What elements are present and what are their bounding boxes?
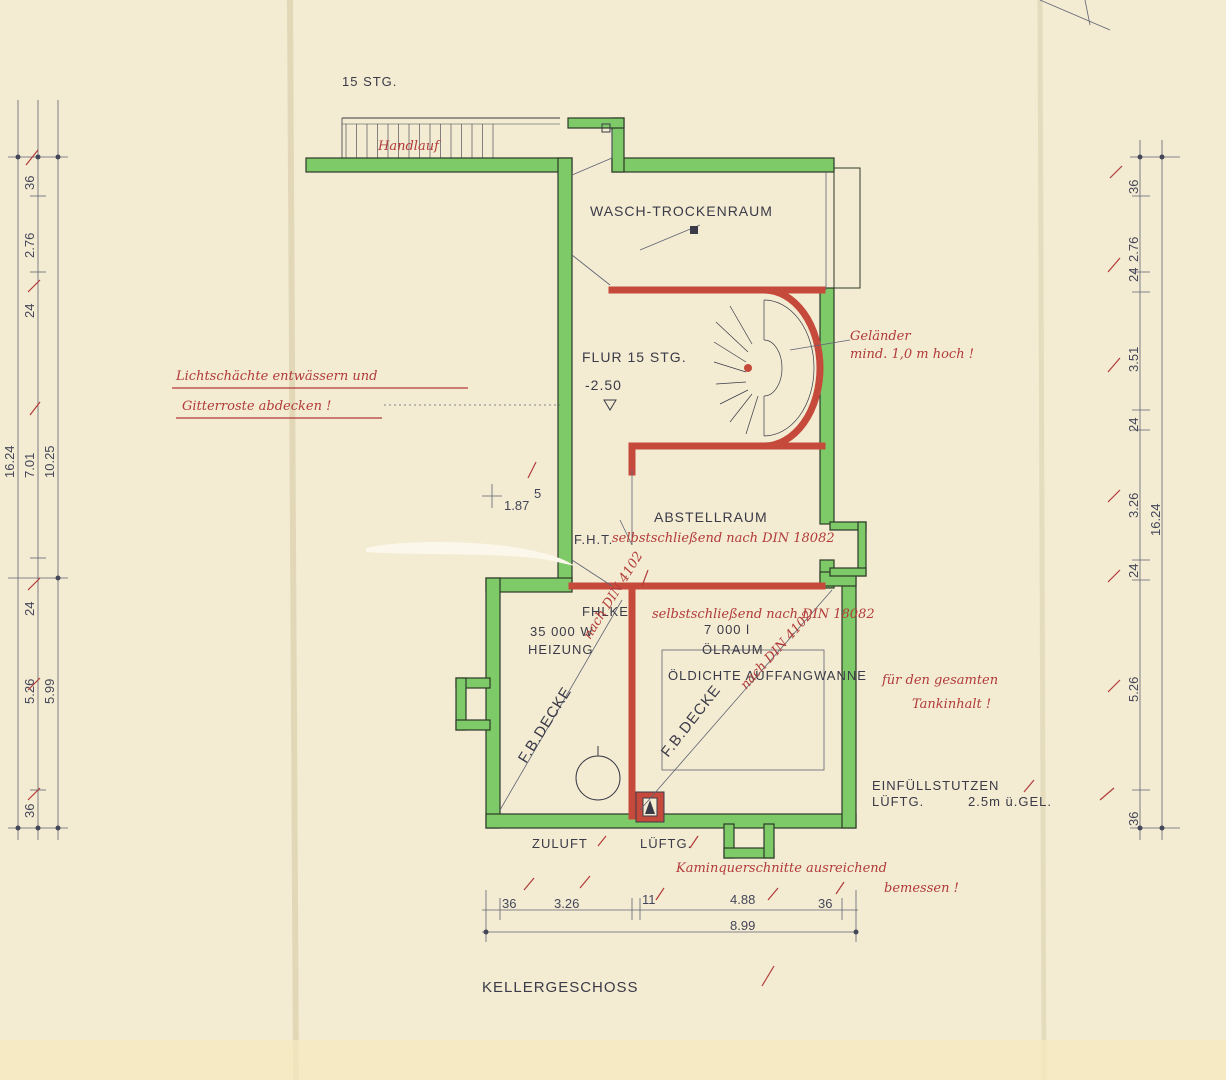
drawing-title: KELLERGESCHOSS: [482, 979, 639, 996]
left-dim-outer-3: 10.25: [42, 445, 57, 478]
note-lichtschaechte-1: Lichtschächte entwässern und: [175, 369, 377, 384]
note-fhlke: selbstschließend nach DIN 18082: [652, 607, 875, 622]
paper-edge-yellow: [0, 1040, 1226, 1080]
interior-walls-red: [568, 286, 826, 820]
right-dim-8: 24: [1126, 564, 1141, 578]
note-fht: selbstschließend nach DIN 18082: [612, 531, 835, 546]
title-red-tick: [761, 965, 775, 987]
stair-post-marker: [601, 123, 611, 133]
door-fhlke-label: FHLKE: [582, 604, 629, 619]
gelaender-leader: [789, 339, 851, 351]
left-dim-outer-2: 7.01: [22, 453, 37, 478]
lueftg-right-label: LÜFTG.: [872, 794, 924, 809]
right-dim-10: 36: [1126, 812, 1141, 826]
oeldichte-label: ÖLDICHTE AUFFANGWANNE: [668, 668, 867, 683]
right-dim-3: 24: [1126, 268, 1141, 282]
left-dim-red-ticks: [25, 149, 41, 801]
paper-damage-spot: [366, 542, 575, 566]
bottom-dim-2: 3.26: [554, 896, 579, 911]
left-dim-outer-1: 16.24: [2, 445, 17, 478]
door-fht-label: F.H.T.: [574, 532, 613, 547]
level-mark-value: 1.87: [504, 498, 529, 513]
note-oel-1: für den gesamten: [881, 673, 998, 688]
right-dim-2: 2.76: [1126, 237, 1141, 262]
bottom-dim-3: 11: [642, 892, 656, 907]
note-gelaender-1: Geländer: [850, 329, 911, 344]
room-flur: FLUR 15 STG.: [582, 349, 687, 365]
room-heizung: HEIZUNG: [528, 642, 594, 657]
left-dim-inner-4: 24: [22, 602, 37, 616]
corner-pencil-line: [1039, 0, 1111, 31]
level-red-tick: [527, 461, 537, 479]
left-dim-inner-3: 24: [22, 304, 37, 318]
note-gelaender-2: mind. 1,0 m hoch !: [850, 347, 974, 362]
handlauf-note: Handlauf: [377, 139, 441, 154]
right-dim-6: 3.26: [1126, 493, 1141, 518]
left-dim-inner-6: 5.99: [42, 679, 57, 704]
right-dim-1: 36: [1126, 180, 1141, 194]
level-mark-sup: 5: [534, 486, 541, 501]
level-mark: [482, 484, 502, 508]
level-triangle-icon: [603, 399, 617, 411]
left-dim-inner-2: 2.76: [22, 233, 37, 258]
einfuell-label: EINFÜLLSTUTZEN: [872, 778, 999, 793]
right-dim-red-ticks: [1099, 165, 1123, 801]
note-kamin-1: Kaminquerschnitte ausreichend: [675, 861, 887, 876]
exterior-stair: [341, 117, 560, 160]
abstell-red-tick: [641, 569, 649, 587]
room-oelraum: ÖLRAUM: [702, 642, 764, 657]
left-dim-inner-7: 36: [22, 804, 37, 818]
right-dim-5: 24: [1126, 418, 1141, 432]
heizung-power: 35 000 W: [530, 624, 594, 639]
paper-fold-left: [287, 0, 299, 1080]
oel-volume: 7 000 l: [704, 622, 750, 637]
bottom-dim-red-ticks: [523, 779, 1035, 901]
floor-drain-icon: [690, 226, 698, 234]
note-lichtschaechte-2: Gitterroste abdecken !: [182, 399, 331, 414]
right-dim-7: 16.24: [1148, 503, 1163, 536]
bottom-dim-1: 36: [502, 896, 516, 911]
door-swings: [499, 130, 833, 811]
bottom-dim-5: 36: [818, 896, 832, 911]
left-dimension-chain: [8, 100, 68, 840]
right-dim-9: 5.26: [1126, 677, 1141, 702]
bottom-dim-4: 4.88: [730, 892, 755, 907]
spiral-stair: [713, 299, 815, 437]
left-dim-inner-1: 36: [22, 176, 37, 190]
right-dimension-chain: [1130, 140, 1180, 840]
bottom-dimension-chain: [482, 890, 859, 942]
note-kamin-2: bemessen !: [884, 881, 959, 896]
room-abstell: ABSTELLRAUM: [654, 509, 768, 525]
exterior-walls: [305, 117, 867, 859]
paper-fold-right: [1037, 0, 1047, 1080]
note-oel-2: Tankinhalt !: [912, 697, 991, 712]
lueftg-height-label: 2.5m ü.GEL.: [968, 794, 1052, 809]
stair-top-label: 15 STG.: [342, 74, 397, 89]
bottom-dim-total: 8.99: [730, 918, 755, 933]
lueftg-bottom-label: LÜFTG.: [640, 836, 692, 851]
room-wasch: WASCH-TROCKENRAUM: [590, 203, 773, 219]
chimney: [635, 791, 665, 823]
zuluft-label: ZULUFT: [532, 836, 588, 851]
right-dim-4: 3.51: [1126, 347, 1141, 372]
flur-level: -2.50: [585, 377, 622, 393]
corner-pencil-line-2: [1084, 0, 1091, 26]
